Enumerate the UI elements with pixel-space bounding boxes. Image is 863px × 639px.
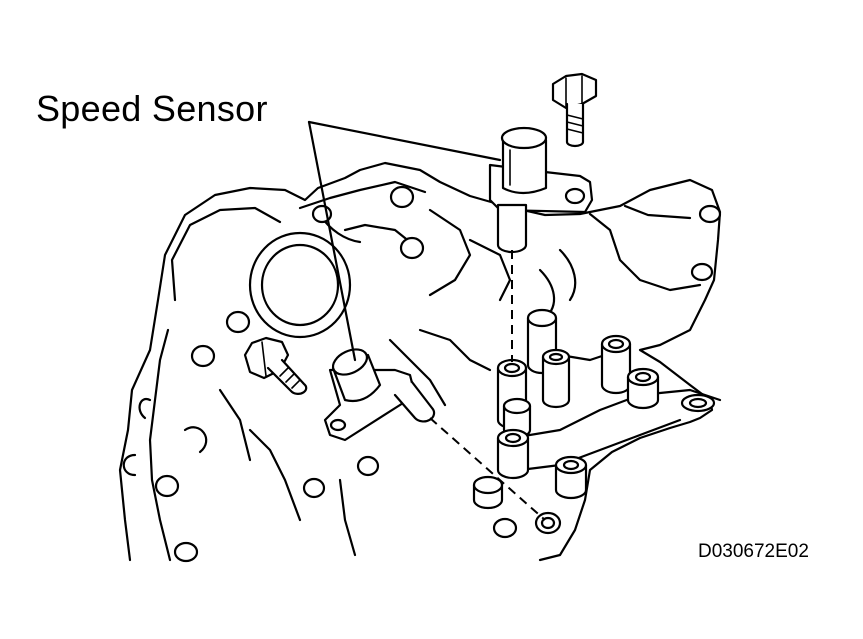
callout-label-speed-sensor: Speed Sensor — [36, 88, 268, 129]
valve-body-bosses — [472, 308, 722, 539]
alignment-dashes — [429, 250, 546, 521]
bolt-lower — [243, 336, 308, 395]
speed-sensor-lower — [323, 348, 436, 442]
transmission-case — [118, 161, 722, 563]
callout-leaders — [307, 120, 502, 362]
figure-id: D030672E02 — [698, 541, 809, 562]
speed-sensor-upper — [488, 126, 594, 254]
bolt-upper — [551, 72, 598, 148]
